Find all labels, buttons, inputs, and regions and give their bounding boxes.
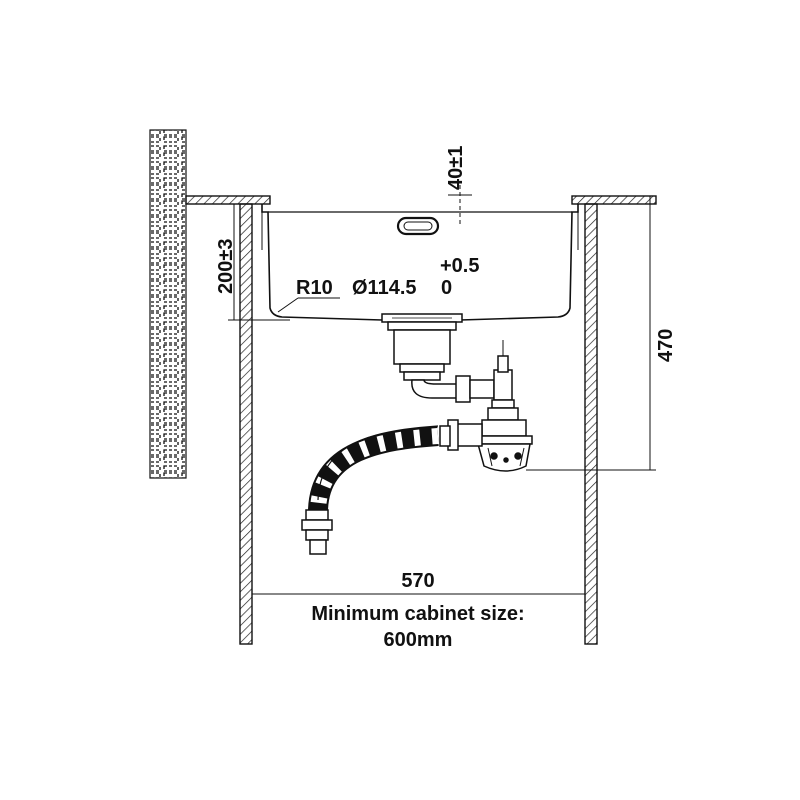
dimension-470 <box>526 195 656 471</box>
tolerance-zero-label: 0 <box>441 277 452 299</box>
dimension-40 <box>448 185 472 225</box>
sink-bowl <box>261 204 579 321</box>
cabinet-walls <box>239 203 598 645</box>
radius-label: R10 <box>296 277 333 299</box>
dimension-200 <box>228 203 290 321</box>
caption-line-1: Minimum cabinet size: <box>311 603 524 625</box>
bottle-trap <box>475 419 533 472</box>
dimension-470-label: 470 <box>655 329 677 362</box>
brick-wall <box>149 129 187 479</box>
trap-outlet <box>439 419 483 451</box>
flexible-hose <box>308 425 439 511</box>
radius-leader <box>277 297 340 313</box>
drain-basket <box>381 313 463 399</box>
dimension-570 <box>251 588 586 600</box>
countertop <box>185 195 657 205</box>
dimension-570-label: 570 <box>401 570 434 592</box>
tolerance-plus-label: +0.5 <box>440 255 479 277</box>
overflow-connector <box>455 340 519 421</box>
caption-line-2: 600mm <box>384 629 453 651</box>
hose-end-fitting <box>301 509 333 555</box>
dimension-200-label: 200±3 <box>215 239 237 294</box>
dimension-40-label: 40±1 <box>445 146 467 190</box>
diameter-label: Ø114.5 <box>352 277 417 299</box>
